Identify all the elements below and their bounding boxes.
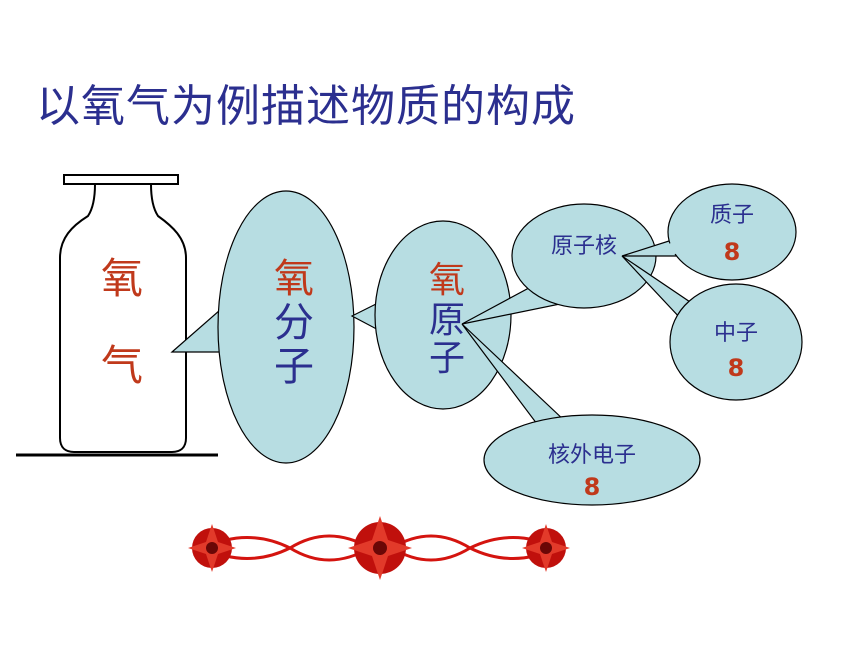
flower-center — [348, 516, 412, 580]
electron-count: 8 — [584, 473, 601, 501]
flower-left — [188, 524, 236, 572]
atom-char-2: 原 — [429, 300, 465, 341]
neutron-label: 中子 — [714, 321, 758, 346]
electron-bubble — [483, 414, 701, 506]
molecule-tail-mask — [235, 299, 249, 351]
neutron-tail-mask — [681, 305, 697, 320]
molecule-char-2: 分 — [274, 300, 314, 346]
nucleus-tail-mask — [539, 283, 560, 303]
atom-bubble — [374, 220, 512, 410]
flower-garland-decoration — [188, 516, 570, 580]
molecule-bubble — [217, 190, 355, 464]
bottle-char-1: 氧 — [101, 254, 143, 303]
atom-char-3: 子 — [429, 338, 465, 379]
proton-tail-mask — [668, 241, 678, 256]
flower-right — [522, 524, 570, 572]
atom-char-1: 氧 — [429, 260, 465, 301]
electron-tail-mask — [542, 420, 564, 429]
atom-tail-mask — [378, 302, 386, 332]
electron-label: 核外电子 — [548, 443, 636, 468]
neutron-bubble — [669, 283, 803, 401]
page-title: 以氧气为例描述物质的构成 — [36, 81, 576, 132]
bottle-char-2: 气 — [101, 341, 143, 390]
proton-bubble — [667, 183, 797, 281]
nucleus-label: 原子核 — [551, 234, 617, 259]
oxygen-bottle — [59, 174, 187, 453]
neutron-count: 8 — [728, 354, 745, 382]
proton-label: 质子 — [710, 203, 754, 228]
molecule-char-1: 氧 — [274, 256, 314, 302]
proton-count: 8 — [724, 238, 741, 266]
molecule-char-3: 子 — [274, 344, 314, 390]
